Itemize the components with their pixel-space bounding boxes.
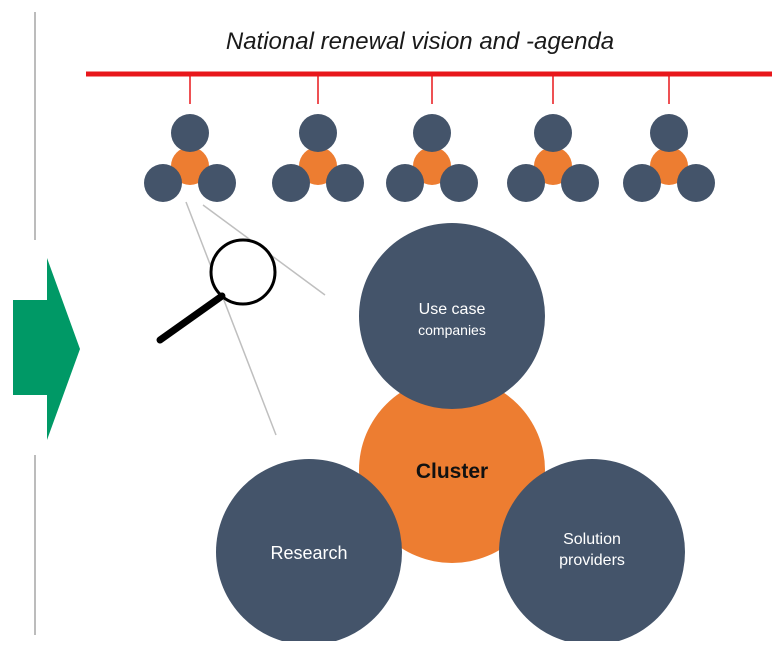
small-cluster [507, 114, 599, 202]
small-cluster-member [144, 164, 182, 202]
agenda-connectors [189, 76, 670, 104]
small-cluster-center [534, 147, 572, 185]
agenda-title: National renewal vision and -agenda [225, 28, 615, 55]
small-cluster-member [507, 164, 545, 202]
solution-providers-node [499, 459, 685, 645]
small-cluster-member [623, 164, 661, 202]
small-cluster-member [299, 114, 337, 152]
right-arrow-icon [13, 258, 80, 440]
solution-line-1: Solution [563, 531, 621, 548]
small-cluster [272, 114, 364, 202]
use-case-line-2: companies [418, 321, 486, 338]
magnifier-icon [156, 238, 277, 344]
solution-providers-label: Solution providers [532, 530, 652, 572]
small-cluster-member [272, 164, 310, 202]
small-cluster-member [171, 114, 209, 152]
small-cluster-member [198, 164, 236, 202]
small-cluster [144, 114, 236, 202]
small-cluster-center [650, 147, 688, 185]
solution-line-2: providers [559, 551, 625, 569]
small-cluster-member [534, 114, 572, 152]
small-cluster-member [326, 164, 364, 202]
small-cluster [386, 114, 478, 202]
use-case-companies-node [359, 223, 545, 409]
small-cluster-center [299, 147, 337, 185]
small-cluster-center [171, 147, 209, 185]
cluster-label: Cluster [415, 460, 489, 483]
small-cluster-member [561, 164, 599, 202]
research-label: Research [270, 543, 348, 563]
use-case-companies-label: Use case companies [392, 300, 512, 339]
small-cluster [623, 114, 715, 202]
small-cluster-member [677, 164, 715, 202]
small-cluster-member [386, 164, 424, 202]
small-clusters [144, 114, 715, 202]
cluster-node [359, 377, 545, 563]
big-cluster [216, 223, 685, 645]
research-node [216, 459, 402, 645]
small-cluster-member [440, 164, 478, 202]
small-cluster-member [650, 114, 688, 152]
use-case-line-1: Use case [418, 301, 486, 318]
zoom-line-lower [185, 201, 277, 436]
small-cluster-member [413, 114, 451, 152]
small-cluster-center [413, 147, 451, 185]
